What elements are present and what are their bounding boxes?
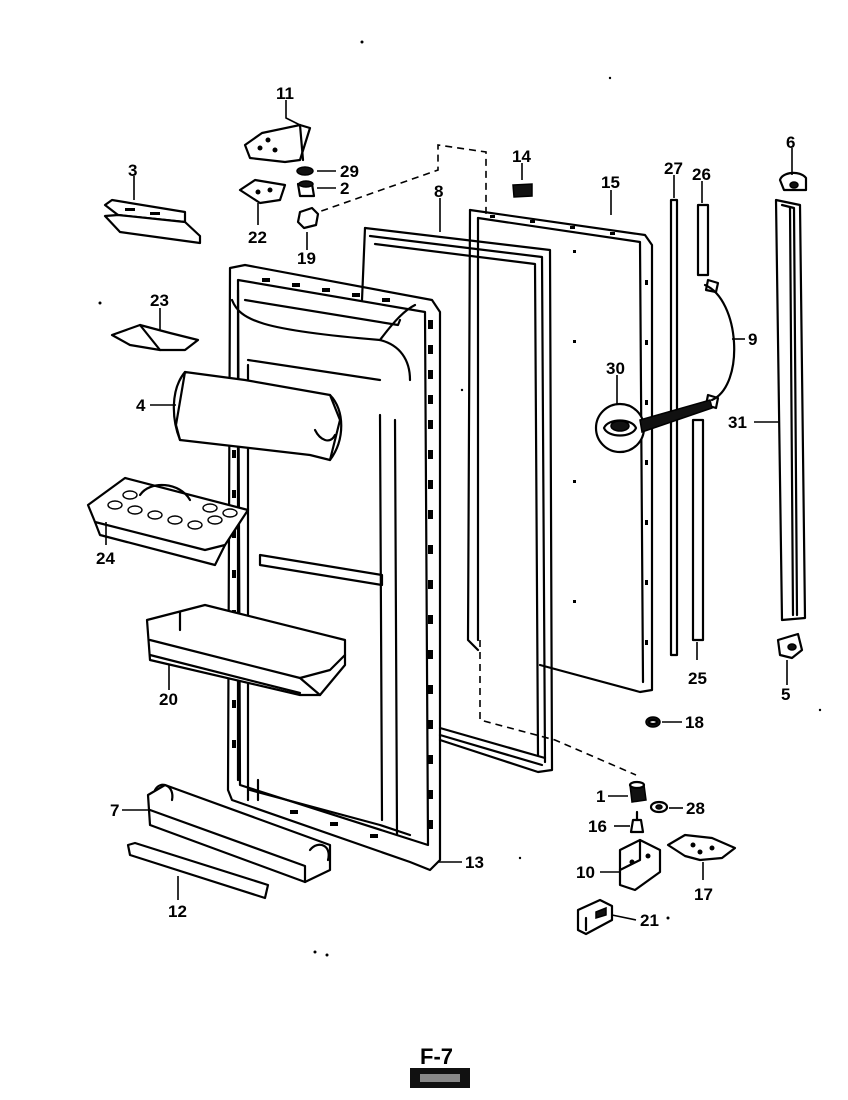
callout-31: 31 — [728, 413, 747, 432]
seal-strip-long — [669, 198, 679, 657]
callout-8a: 8 — [434, 182, 443, 201]
panel-holes — [490, 215, 648, 645]
callout-4: 4 — [136, 396, 146, 415]
callout-20: 20 — [159, 690, 178, 709]
callout-25: 25 — [688, 669, 707, 688]
hinge-pin — [629, 810, 645, 834]
callout-29: 29 — [340, 162, 359, 181]
door-bin — [145, 603, 347, 697]
callout-18: 18 — [685, 713, 704, 732]
hinge-cap — [296, 206, 320, 230]
callout-3: 3 — [128, 161, 137, 180]
lower-end-cap — [776, 632, 804, 660]
callout-22: 22 — [248, 228, 267, 247]
hinge-washer — [296, 166, 314, 176]
small-bracket — [576, 898, 614, 936]
door-handle — [703, 278, 736, 410]
callout-13: 13 — [465, 853, 484, 872]
seal-strip-upper — [696, 203, 710, 277]
bottom-shelf — [146, 783, 332, 884]
callout-10: 10 — [576, 863, 595, 882]
callout-30: 30 — [606, 359, 625, 378]
upper-hinge — [243, 123, 312, 164]
callout-28: 28 — [686, 799, 705, 818]
callout-11: 11 — [276, 84, 294, 103]
callout-16: 16 — [588, 817, 607, 836]
side-trim-channel — [774, 198, 807, 622]
callout-15: 15 — [601, 173, 620, 192]
page-code: F-7 — [420, 1044, 453, 1069]
callout-7: 7 — [110, 801, 119, 820]
trim-strip — [103, 198, 202, 245]
callout-17: 17 — [694, 885, 713, 904]
lower-hinge-plate — [666, 833, 737, 862]
bottom-trim — [126, 841, 270, 900]
page-code-stamp: F-7 — [410, 1044, 470, 1088]
rating-label — [512, 183, 533, 198]
egg-tray — [86, 476, 250, 567]
callout-23: 23 — [150, 291, 169, 310]
callout-2: 2 — [340, 179, 349, 198]
callout-6: 6 — [786, 133, 795, 152]
scan-speckles — [98, 40, 822, 957]
lower-bushing — [628, 780, 647, 803]
outer-door-panel — [466, 208, 654, 694]
shelf-retainer — [110, 323, 200, 352]
callout-14: 14 — [512, 147, 531, 166]
callout-21: 21 — [640, 911, 659, 930]
callout-24: 24 — [96, 549, 115, 568]
upper-end-cap — [778, 171, 808, 192]
door-gasket — [360, 226, 554, 774]
callout-19: 19 — [297, 249, 316, 268]
callout-1: 1 — [596, 787, 605, 806]
detail-magnifier — [594, 399, 713, 454]
spacer — [649, 800, 669, 814]
liner-holes — [232, 278, 433, 838]
callout-26: 26 — [692, 165, 711, 184]
lower-hinge-bracket — [618, 838, 662, 892]
hinge-shim — [238, 178, 287, 205]
callout-labels: 11 3 29 2 22 19 14 15 8 27 26 6 9 30 23 … — [96, 84, 795, 930]
callout-5: 5 — [781, 685, 790, 704]
hinge-bushing — [296, 180, 316, 198]
seal-strip-lower — [691, 418, 705, 642]
washer — [645, 716, 661, 728]
dairy-door — [172, 370, 343, 462]
leader-lines — [105, 100, 793, 921]
callout-27: 27 — [664, 159, 683, 178]
callout-9: 9 — [748, 330, 757, 349]
hinge-axis-lines — [309, 144, 637, 776]
callout-12: 12 — [168, 902, 187, 921]
door-liner — [226, 263, 442, 872]
